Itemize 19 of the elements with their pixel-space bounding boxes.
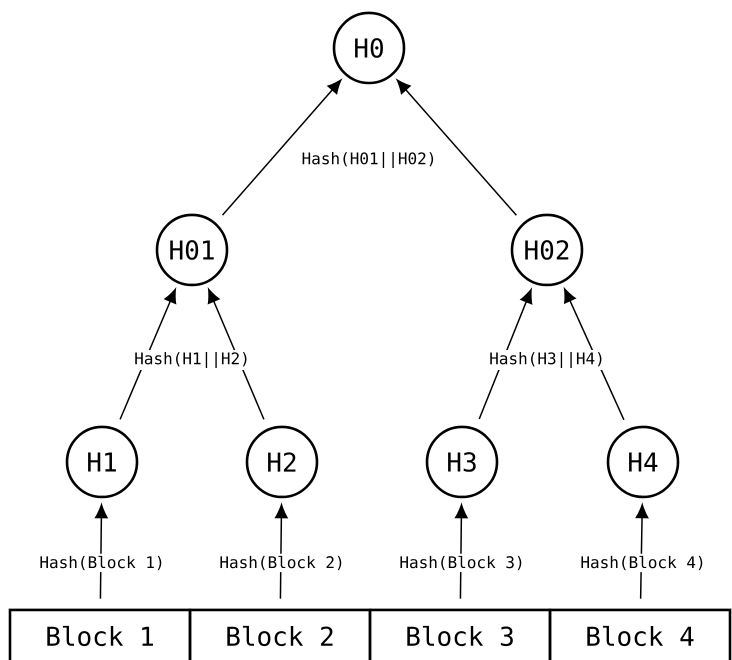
edge-label: Hash(H01||H02) bbox=[300, 150, 438, 170]
arrow bbox=[396, 79, 517, 216]
block-box: Block 4 bbox=[548, 608, 732, 660]
block-box: Block 2 bbox=[188, 608, 372, 660]
edge-label: Hash(H1||H2) bbox=[132, 350, 252, 370]
arrow bbox=[222, 80, 342, 216]
block-box: Block 3 bbox=[368, 608, 552, 660]
arrow bbox=[636, 504, 648, 599]
arrow bbox=[95, 504, 108, 599]
edge-label: Hash(Block 4) bbox=[578, 554, 708, 572]
edge-label: Hash(Block 3) bbox=[397, 554, 527, 572]
arrow bbox=[478, 289, 532, 420]
edge-label: Hash(Block 2) bbox=[217, 554, 347, 572]
arrow bbox=[275, 504, 288, 599]
arrow bbox=[119, 288, 176, 420]
edge-label: Hash(H3||H4) bbox=[487, 350, 607, 370]
arrow bbox=[455, 504, 468, 599]
block-box: Block 1 bbox=[8, 608, 192, 660]
edge-label: Hash(Block 1) bbox=[37, 554, 167, 572]
